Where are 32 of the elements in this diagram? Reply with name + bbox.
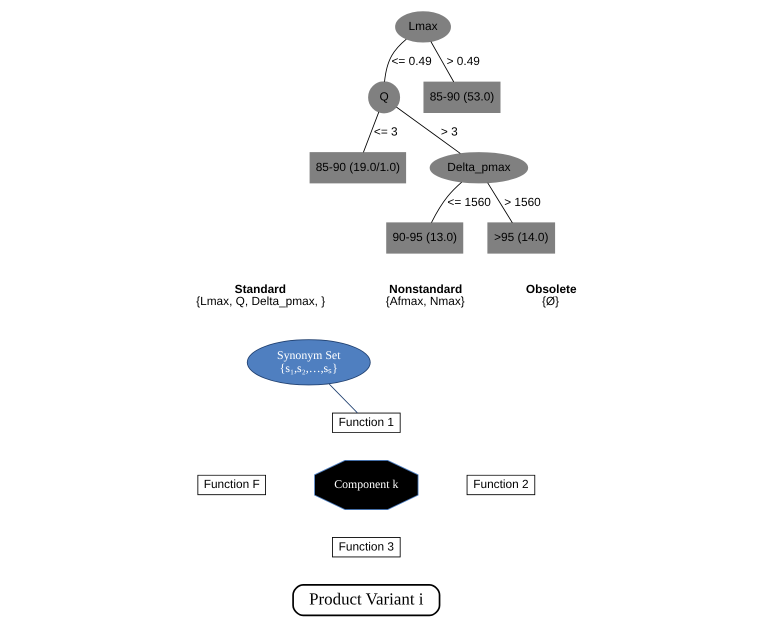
connector [430, 41, 454, 82]
node-box: Function 2 [466, 474, 536, 496]
node-box: Function 3 [332, 537, 401, 558]
label: Nonstandard [389, 282, 462, 296]
node-box: Product Variant i [292, 584, 440, 616]
node-ellipse: Delta_pmax [430, 152, 528, 184]
node-box: 90-95 (13.0) [386, 222, 464, 254]
node-box: 85-90 (19.0/1.0) [310, 152, 406, 184]
node-box: Function F [197, 474, 266, 496]
node-ellipse: Lmax [395, 11, 451, 43]
connector [396, 106, 461, 154]
label: {Lmax, Q, Delta_pmax, } [196, 294, 326, 308]
node-box: 85-90 (53.0) [423, 82, 500, 113]
edge-label: > 3 [440, 124, 458, 139]
edge-label: <= 3 [374, 124, 398, 139]
node-ellipse: Synonym Set {s₁,s₂,…,sₛ} [246, 339, 371, 386]
label: {Ø} [542, 294, 560, 308]
edge-label: <= 0.49 [392, 54, 432, 68]
connector [384, 38, 407, 82]
node-box: >95 (14.0) [487, 222, 556, 254]
edge-label: > 0.49 [446, 54, 480, 68]
label: Standard [234, 282, 286, 296]
connector [431, 182, 462, 223]
node-box: Function 1 [332, 412, 401, 433]
edge-label: <= 1560 [447, 195, 491, 210]
node-circle: Q [368, 81, 400, 114]
connector [487, 182, 513, 224]
connector [363, 112, 380, 153]
connector [328, 384, 358, 414]
label: {Afmax, Nmax} [386, 294, 465, 308]
edge-label: > 1560 [504, 195, 541, 210]
label: Obsolete [526, 282, 577, 296]
